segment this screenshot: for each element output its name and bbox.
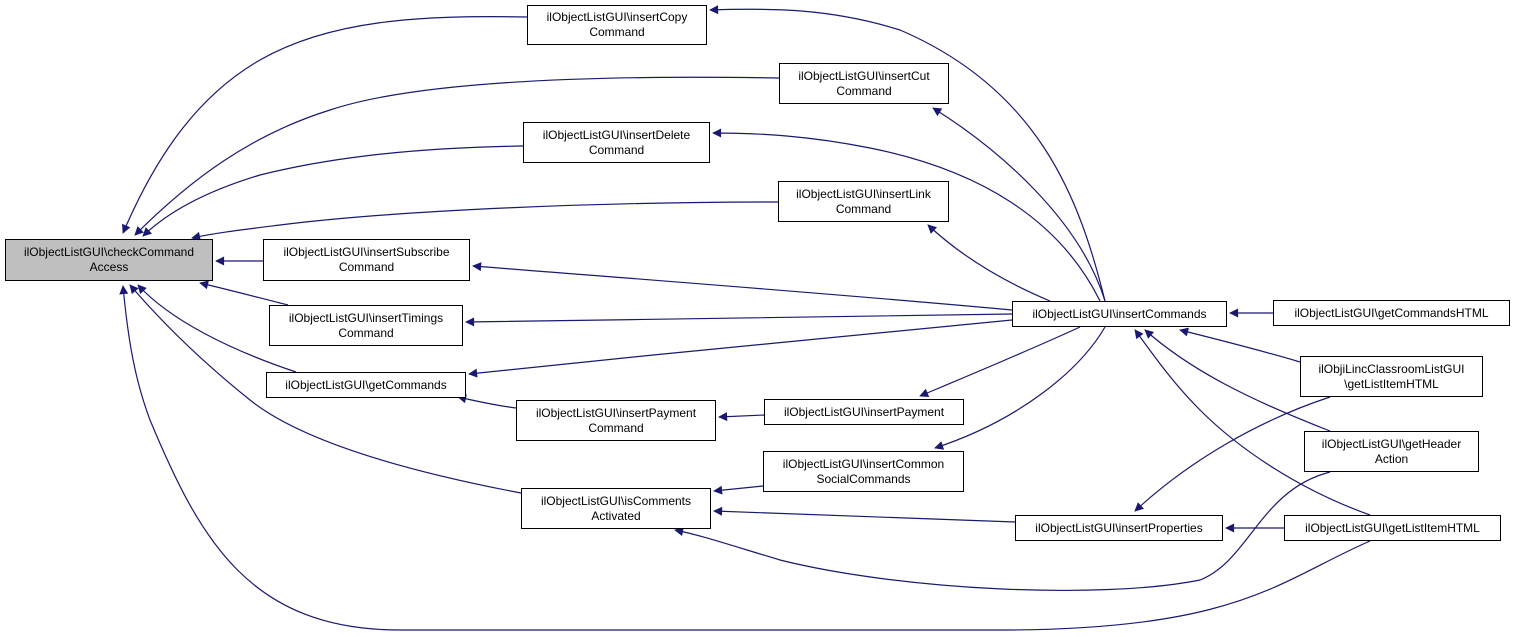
node-label-line: ilObjectListGUI\insertCut <box>798 68 930 83</box>
edge-insertCommands-to-insertPayment <box>919 326 1081 398</box>
node-label-line: Action <box>1374 451 1409 466</box>
node-label-line: SocialCommands <box>816 471 911 486</box>
node-label-line: ilObjectListGUI\insertPayment <box>535 405 697 420</box>
edge-insertCommands-to-insertTimingsCommand <box>465 313 1013 327</box>
edge-insertCommands-to-insertCommonSocialCommands <box>934 326 1106 450</box>
node-label-line: ilObjectListGUI\getHeader <box>1321 436 1462 451</box>
node-label-line: ilObjectListGUI\getCommandsHTML <box>1294 305 1489 320</box>
edge-insertDeleteCommand-to-checkCommandAccess <box>142 145 524 237</box>
edge-insertCommands-to-insertCutCommand <box>932 107 1106 302</box>
node-label-line: ilObjectListGUI\insertCommands <box>1032 306 1207 321</box>
edge-insertCommands-to-insertLinkCommand <box>927 224 1051 302</box>
node-insertPayment[interactable]: ilObjectListGUI\insertPayment <box>764 399 964 425</box>
node-label-line: ilObjectListGUI\isComments <box>540 493 692 508</box>
node-label-line: Command <box>835 201 892 216</box>
edge-getHeaderAction-to-insertCommands <box>1144 329 1331 432</box>
node-label-line: ilObjectListGUI\insertTimings <box>288 310 444 325</box>
node-label-line: ilObjectListGUI\insertSubscribe <box>283 245 450 259</box>
node-label-line: ilObjectListGUI\checkCommand <box>23 245 195 259</box>
edge-insertCommands-to-getCommands <box>468 319 1013 378</box>
edge-iLincGetListItemHTML-to-insertCommands <box>1179 327 1301 363</box>
node-label-line: \getListItemHTML <box>1344 376 1439 391</box>
node-label-line: Command <box>836 83 892 98</box>
edge-insertLinkCommand-to-checkCommandAccess <box>191 201 779 241</box>
node-label-line: ilObjectListGUI\insertCopy <box>546 10 688 24</box>
edge-getCommands-to-checkCommandAccess <box>137 284 297 373</box>
edge-insertCutCommand-to-checkCommandAccess <box>134 76 780 236</box>
edge-getListItemHTML-to-checkCommandAccess <box>119 285 1371 631</box>
node-label-line: ilObjectListGUI\getListItemHTML <box>1305 520 1480 535</box>
node-label-line: ilObjectListGUI\insertDelete <box>542 127 691 142</box>
node-label-line: Activated <box>591 508 641 523</box>
node-label-line: Command <box>588 142 645 157</box>
node-getListItemHTML[interactable]: ilObjectListGUI\getListItemHTML <box>1284 515 1501 541</box>
node-label-line: ilObjectListGUI\getCommands <box>285 377 447 392</box>
edge-insertCommands-to-insertCopyCommand <box>709 5 1106 302</box>
node-getCommands[interactable]: ilObjectListGUI\getCommands <box>266 372 466 398</box>
node-insertCommands[interactable]: ilObjectListGUI\insertCommands <box>1012 301 1227 327</box>
edge-insertCommonSocialCommands-to-isCommentsActivated <box>713 485 764 495</box>
node-getCommandsHTML[interactable]: ilObjectListGUI\getCommandsHTML <box>1273 300 1510 326</box>
node-label-line: ilObjectListGUI\insertLink <box>796 186 931 201</box>
node-iLincGetListItemHTML[interactable]: ilObjiLincClassroomListGUI\getListItemHT… <box>1300 356 1483 397</box>
edge-insertProperties-to-isCommentsActivated <box>713 506 1016 523</box>
node-label-line: Command <box>589 25 645 39</box>
edge-insertCommands-to-insertSubscribeCommand <box>472 262 1013 311</box>
node-label-line: Access <box>89 260 129 274</box>
node-label-line: ilObjiLincClassroomListGUI <box>1318 361 1465 376</box>
node-insertProperties[interactable]: ilObjectListGUI\insertProperties <box>1015 515 1223 541</box>
edge-insertPayment-to-insertPaymentCommand <box>718 412 765 422</box>
node-label-line: ilObjectListGUI\insertPayment <box>783 404 945 419</box>
node-label-line: Command <box>588 420 644 435</box>
edge-iLincGetListItemHTML-to-insertProperties <box>1134 396 1331 512</box>
edge-insertTimingsCommand-to-checkCommandAccess <box>199 280 289 306</box>
edge-insertPaymentCommand-to-getCommands <box>457 394 517 409</box>
node-label-line: ilObjectListGUI\insertCommon <box>782 456 945 471</box>
edge-insertCopyCommand-to-checkCommandAccess <box>122 16 528 234</box>
node-label-line: ilObjectListGUI\insertProperties <box>1035 520 1203 535</box>
edge-getListItemHTML-to-insertCommands <box>1134 329 1371 516</box>
node-label-line: Command <box>338 325 394 340</box>
edge-isCommentsActivated-to-checkCommandAccess <box>129 284 522 494</box>
edge-insertCommands-to-insertDeleteCommand <box>712 128 1101 302</box>
node-label-line: Command <box>338 260 395 274</box>
